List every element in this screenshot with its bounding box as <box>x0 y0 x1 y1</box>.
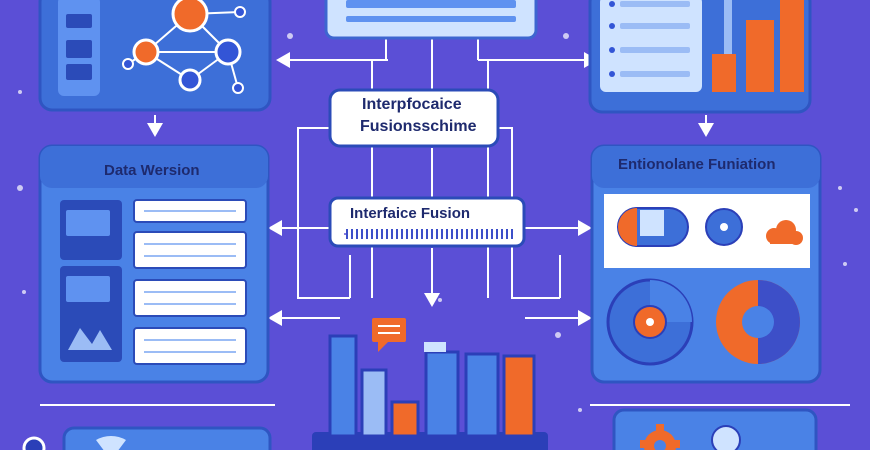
mountain-icon <box>68 328 112 350</box>
right-panel-title: Entionolane Funiation <box>618 156 776 173</box>
gear-icon <box>640 424 680 450</box>
data-panel-title: Data Wersion <box>104 162 200 179</box>
right-panel <box>590 144 822 384</box>
data-panel <box>38 144 270 384</box>
donut-chart-icon <box>716 280 800 364</box>
pie-chart-icon <box>606 278 694 366</box>
connectors <box>40 28 850 406</box>
bottom-bar-chart <box>312 318 548 450</box>
chat-icon <box>372 318 406 352</box>
network-panel <box>38 0 272 112</box>
bottom-left-panel <box>22 426 272 450</box>
center-box-mid-ticks <box>346 229 516 239</box>
center-box-top-line2: Fusionsschime <box>360 118 477 135</box>
top-right-panel <box>588 0 812 114</box>
center-box-top-line1: Interpfocaice <box>362 96 462 113</box>
top-list-panel <box>324 0 538 40</box>
cloud-icon <box>766 220 803 245</box>
center-box-mid-label: Interfaice Fusion <box>350 205 471 222</box>
bar-chart-icon <box>712 0 804 92</box>
bottom-right-panel <box>612 408 818 450</box>
